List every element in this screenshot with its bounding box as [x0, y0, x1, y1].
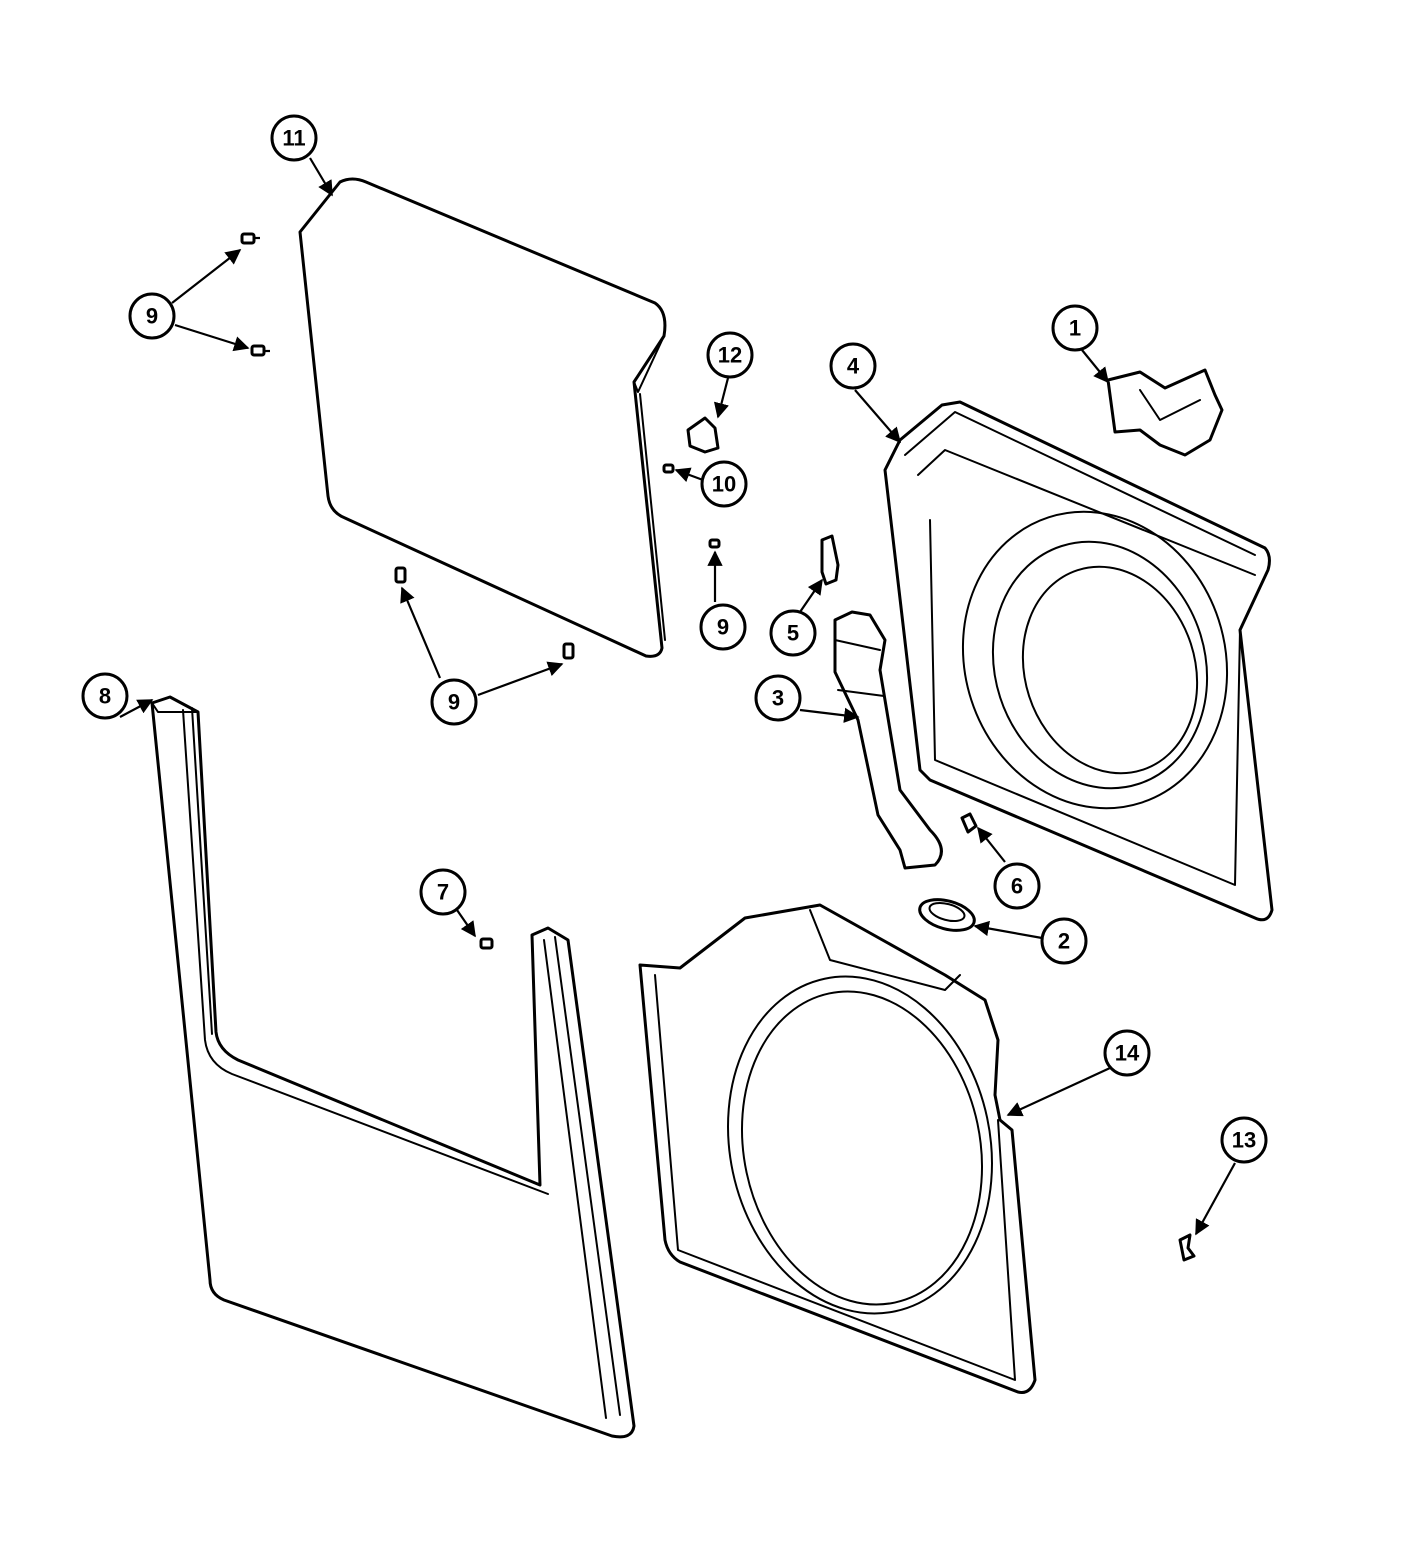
svg-text:8: 8 [99, 684, 111, 709]
screw-icon [662, 463, 675, 474]
callout-9: 9 [430, 678, 478, 726]
callout-10: 10 [700, 460, 748, 508]
svg-text:7: 7 [437, 880, 449, 905]
svg-text:5: 5 [787, 621, 799, 646]
callout-7: 7 [419, 868, 467, 916]
top-panel-part-11 [298, 177, 667, 658]
callout-2: 2 [1040, 917, 1088, 965]
callout-8: 8 [81, 672, 129, 720]
screws [240, 232, 721, 950]
callout-5: 5 [769, 609, 817, 657]
svg-text:3: 3 [772, 686, 784, 711]
clip-part-6 [960, 812, 978, 834]
callout-4: 4 [829, 342, 877, 390]
callout-3: 3 [754, 674, 802, 722]
svg-text:14: 14 [1115, 1041, 1140, 1066]
screw-icon [562, 642, 575, 660]
callout-12: 12 [706, 331, 754, 379]
svg-text:1: 1 [1069, 316, 1081, 341]
callout-9: 9 [699, 603, 747, 651]
callout-11: 11 [270, 114, 318, 162]
callout-14: 14 [1103, 1029, 1151, 1077]
front-bulkhead-part-14 [638, 903, 1037, 1394]
clip-part-5 [820, 534, 840, 586]
svg-text:13: 13 [1232, 1128, 1256, 1153]
screw-icon [394, 566, 407, 584]
bracket-part-1 [1106, 368, 1224, 457]
callout-1: 1 [1051, 304, 1099, 352]
svg-text:12: 12 [718, 343, 742, 368]
rear-bulkhead-part-4 [883, 400, 1274, 922]
callout-13: 13 [1220, 1116, 1268, 1164]
screw-icon [240, 232, 260, 245]
svg-text:9: 9 [146, 304, 158, 329]
svg-text:11: 11 [282, 126, 305, 151]
svg-text:9: 9 [717, 615, 729, 640]
callout-6: 6 [993, 862, 1041, 910]
callout-9: 9 [128, 292, 176, 340]
front-panel-part-8 [150, 695, 636, 1439]
svg-text:2: 2 [1058, 929, 1070, 954]
screw-icon [479, 937, 494, 950]
clip-part-13 [1178, 1233, 1196, 1262]
gasket-part-2 [918, 898, 976, 932]
leader-lines [119, 157, 1236, 1236]
svg-text:9: 9 [448, 690, 460, 715]
svg-text:6: 6 [1011, 874, 1023, 899]
screw-icon [708, 538, 721, 549]
svg-text:4: 4 [847, 354, 860, 379]
svg-text:10: 10 [712, 472, 736, 497]
duct-hose-part-3 [833, 610, 943, 870]
hinge-part-12 [686, 416, 720, 454]
screw-icon [250, 344, 270, 357]
